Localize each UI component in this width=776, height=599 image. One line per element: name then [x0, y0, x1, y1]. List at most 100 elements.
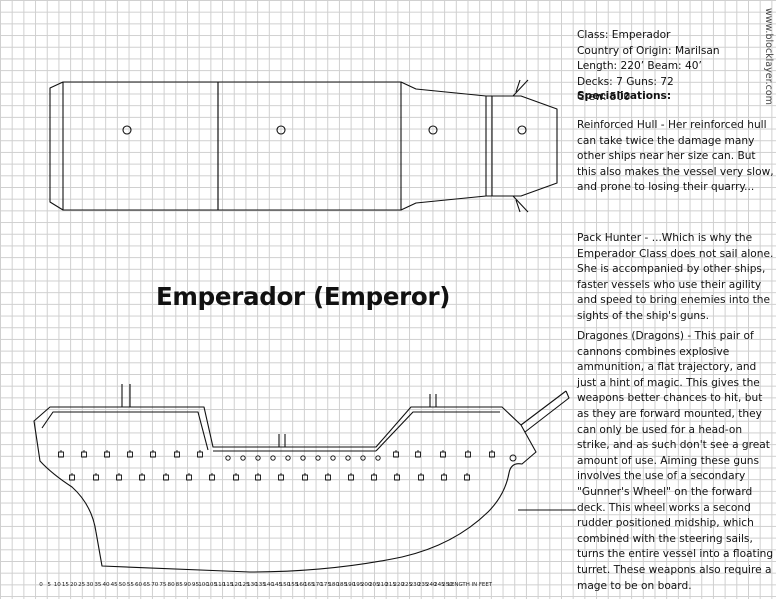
gunport-round — [360, 455, 366, 461]
scale-tick: 50 — [118, 582, 126, 588]
scale-tick: 35 — [94, 582, 102, 588]
scale-tick: 55 — [126, 582, 134, 588]
scale-tick: 90 — [183, 582, 191, 588]
scale-tick: 235 — [417, 582, 429, 588]
gunport — [394, 474, 400, 481]
scale-tick: 25 — [78, 582, 86, 588]
gunport — [197, 451, 203, 458]
spec-decks-guns: Decks: 7 Guns: 72 — [577, 75, 674, 88]
gunport — [348, 474, 354, 481]
scale-tick: 20 — [69, 582, 78, 588]
scale-tick: 165 — [303, 582, 315, 588]
scale-tick: 145 — [271, 582, 283, 588]
gunport — [58, 451, 64, 458]
mast-circle — [428, 125, 438, 135]
spec-country: Country of Origin: Marilsan — [577, 44, 720, 57]
hawse-hole — [509, 454, 517, 462]
gunport — [209, 474, 215, 481]
gunport-round — [240, 455, 246, 461]
gunport — [278, 474, 284, 481]
scale-tick: 135 — [255, 582, 266, 588]
scale-tick: 175 — [320, 582, 331, 588]
gunport — [150, 451, 156, 458]
ship-top-view — [49, 79, 558, 213]
scale-tick: 110 — [214, 582, 226, 588]
scale-tick: 80 — [167, 582, 175, 588]
gunport — [325, 474, 331, 481]
scale-tick: 95 — [191, 582, 200, 588]
gunport — [465, 451, 471, 458]
gunport-round — [375, 455, 381, 461]
spec-dimensions: Length: 220’ Beam: 40’ — [577, 60, 702, 73]
gunport-round — [330, 455, 336, 461]
scale-tick: 10 — [53, 582, 61, 588]
spec-block: Class: Emperador Country of Origin: Mari… — [577, 28, 773, 106]
mast-circle — [276, 125, 286, 135]
gunport — [255, 474, 261, 481]
top-view-rigging-upper — [512, 79, 529, 97]
scale-tick: 205 — [368, 582, 380, 588]
gunport — [441, 474, 447, 481]
scale-tick: 70 — [151, 582, 159, 588]
gunport — [418, 474, 424, 481]
gunport-round — [300, 455, 306, 461]
gunport — [69, 474, 75, 481]
scale-tick: 230 — [409, 582, 421, 588]
specializations-heading: Specializations: — [577, 90, 672, 102]
scale-tick: 120 — [230, 582, 242, 588]
gunport-round — [225, 455, 231, 461]
gunport — [371, 474, 377, 481]
scale-tick: 170 — [312, 582, 323, 588]
side-view-bow-inner — [375, 411, 500, 452]
gunport — [489, 451, 495, 458]
scale-tick: 75 — [159, 582, 167, 588]
scale-tick: 140 — [263, 582, 274, 588]
scale-tick: 130 — [247, 582, 258, 588]
website-credit: www.blocklayer.com — [763, 8, 774, 105]
scale-tick: 215 — [385, 582, 396, 588]
scale-tick: 40 — [102, 582, 110, 588]
top-view-hull-mid — [217, 81, 402, 211]
gunport-round — [270, 455, 276, 461]
scale-tick: 5 — [47, 582, 51, 588]
scale-tick: 160 — [295, 582, 307, 588]
gunport — [415, 451, 421, 458]
scale-label: LENGTH IN FEET — [448, 582, 493, 588]
scale-tick: 125 — [238, 582, 250, 588]
gunport — [139, 474, 145, 481]
gunport-round — [315, 455, 321, 461]
gunport — [116, 474, 122, 481]
top-view-bow — [486, 95, 558, 197]
scale-tick: 180 — [328, 582, 340, 588]
scale-tick: 115 — [222, 582, 234, 588]
gunport — [186, 474, 192, 481]
pack-hunter-paragraph: Pack Hunter - ...Which is why the Empera… — [577, 232, 774, 322]
gunport — [81, 451, 87, 458]
gunport — [464, 474, 470, 481]
scale-tick: 245 — [434, 582, 445, 588]
scale-tick: 85 — [175, 582, 183, 588]
scale-tick: 100 — [198, 582, 209, 588]
scale-tick: 15 — [61, 582, 69, 588]
side-view-bowsprit — [520, 390, 570, 433]
gunport — [302, 474, 308, 481]
side-view-stern-inner — [41, 411, 209, 451]
gunport — [127, 451, 133, 458]
top-view-rigging-lower — [512, 195, 529, 213]
scale-tick: 60 — [134, 582, 143, 588]
scale-tick: 225 — [401, 582, 413, 588]
gunport — [233, 474, 239, 481]
gunport — [163, 474, 169, 481]
reinforced-hull-paragraph: Reinforced Hull - Her reinforced hull ca… — [577, 119, 774, 194]
scale-tick: 65 — [143, 582, 151, 588]
scale-tick: 185 — [336, 582, 348, 588]
top-view-hull-fore — [400, 81, 487, 211]
ship-title: Emperador (Emperor) — [156, 282, 451, 311]
gunport — [174, 451, 180, 458]
scale-tick: 200 — [360, 582, 372, 588]
ship-side-view — [33, 384, 576, 573]
gunport — [93, 474, 99, 481]
mast-circle — [122, 125, 132, 135]
